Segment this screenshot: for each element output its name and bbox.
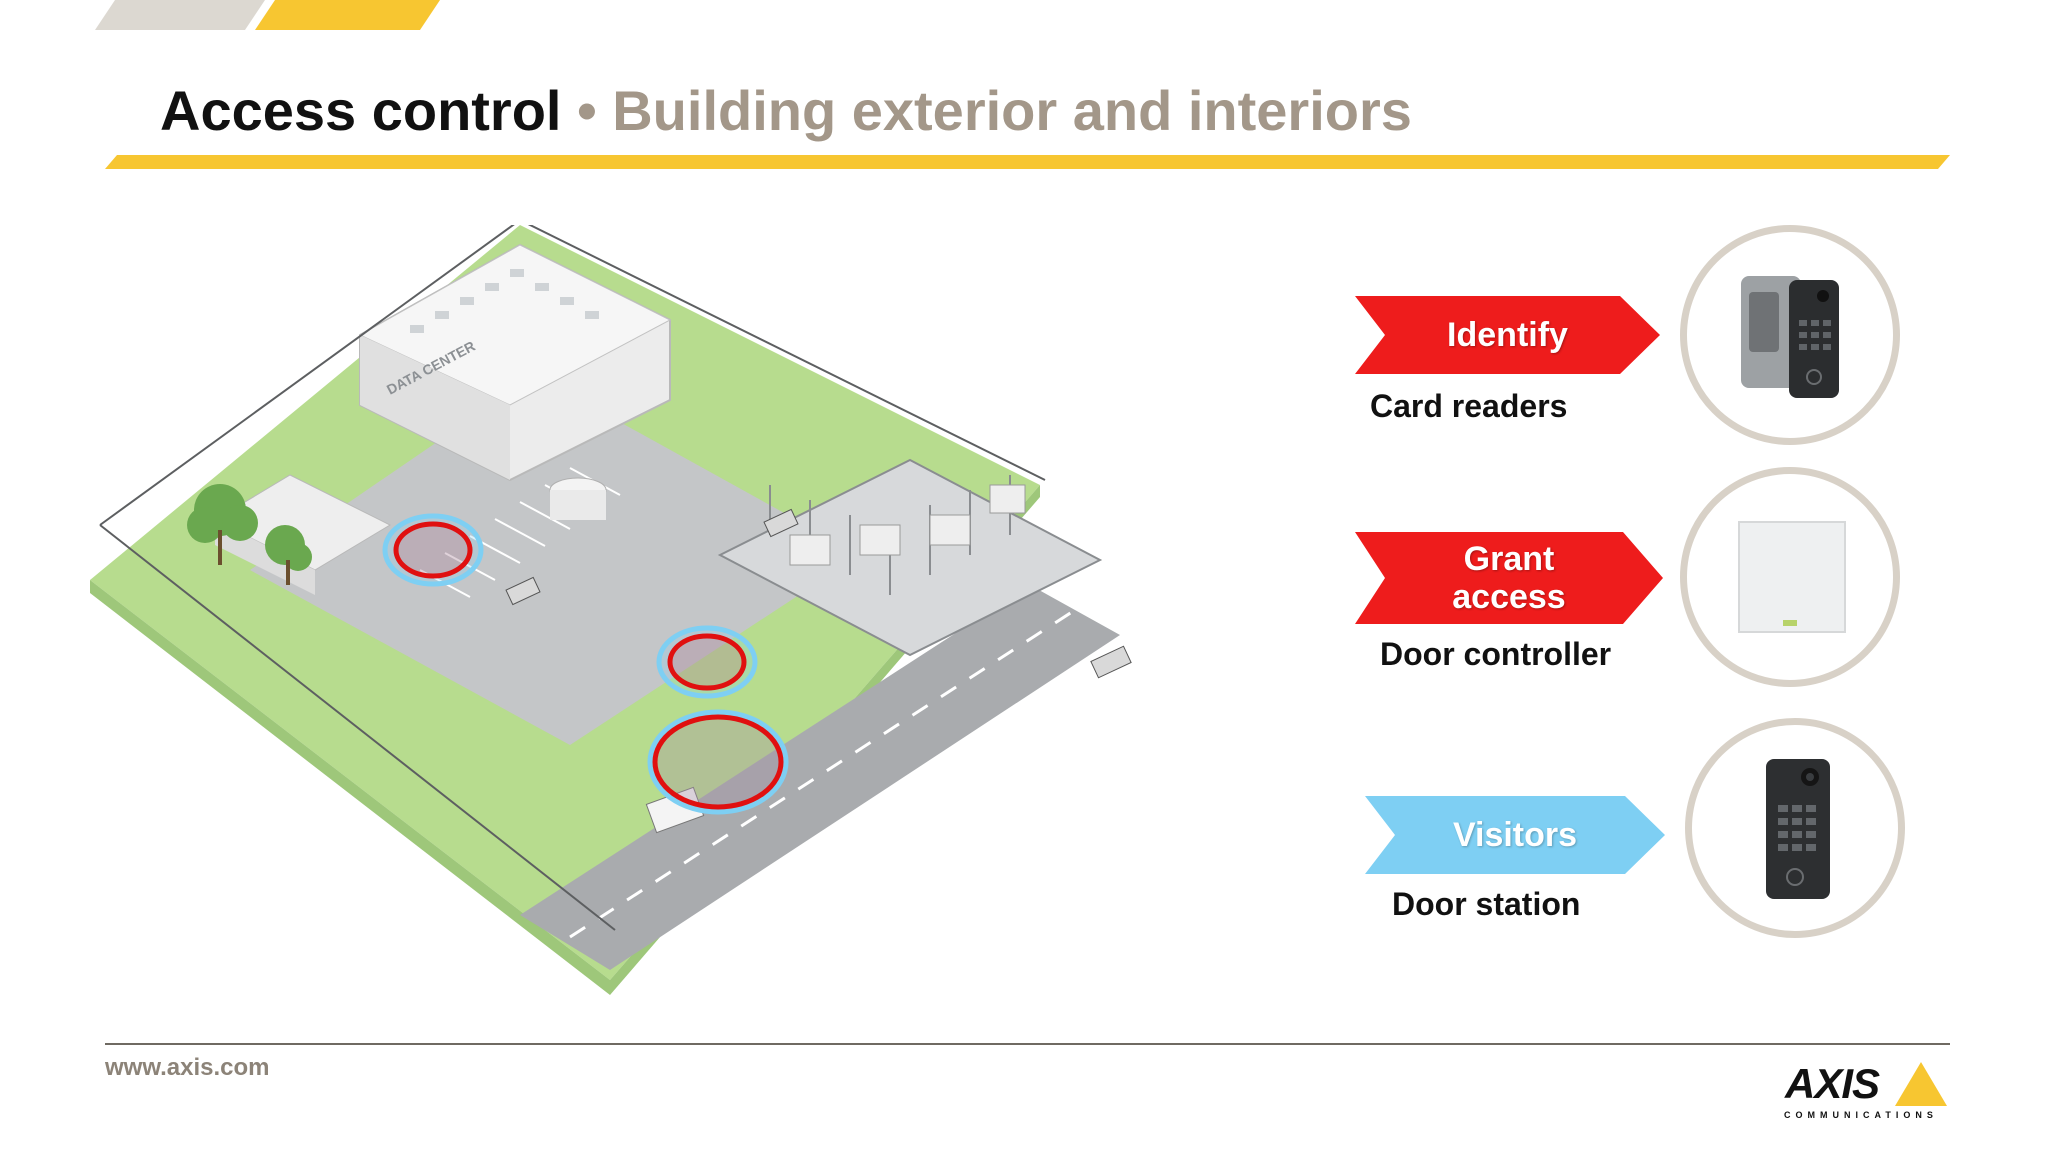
footer-url-link[interactable]: www.axis.com — [105, 1054, 270, 1081]
header-tab-yellow — [255, 0, 440, 30]
title-subtitle: Building exterior and interiors — [612, 79, 1412, 142]
logo-triangle-icon — [1895, 1062, 1947, 1106]
title-underline — [105, 155, 1950, 169]
door-station-icon — [1685, 718, 1905, 938]
grant-access-arrow: Grant access — [1355, 532, 1663, 624]
door-controller-icon — [1680, 467, 1900, 687]
title-separator: • — [577, 79, 597, 142]
door-controller-caption: Door controller — [1380, 636, 1612, 672]
card-reader-icon — [1680, 225, 1900, 445]
visitors-arrow: Visitors — [1365, 796, 1665, 874]
access-point-gate — [647, 709, 789, 815]
grant-access-label: Grant access — [1452, 540, 1566, 616]
footer-divider — [105, 1043, 1950, 1045]
identify-label: Identify — [1447, 316, 1568, 354]
door-station-caption: Door station — [1392, 886, 1581, 922]
identify-arrow: Identify — [1355, 296, 1660, 374]
site-illustration: DATA CENTER — [90, 225, 1132, 995]
substation — [717, 458, 1103, 657]
visitors-label: Visitors — [1452, 816, 1578, 854]
parking-lot — [250, 375, 860, 745]
page-title: Access control • Building exterior and i… — [160, 78, 1412, 143]
card-readers-caption: Card readers — [1370, 388, 1568, 424]
header-tab-grey — [95, 0, 265, 30]
axis-logo: AXIS COMMUNICATIONS — [1780, 1058, 1950, 1124]
logo-subtext: COMMUNICATIONS — [1784, 1110, 1938, 1120]
access-point-markers — [382, 513, 789, 815]
title-main: Access control — [160, 79, 562, 142]
logo-text: AXIS — [1785, 1060, 1880, 1107]
